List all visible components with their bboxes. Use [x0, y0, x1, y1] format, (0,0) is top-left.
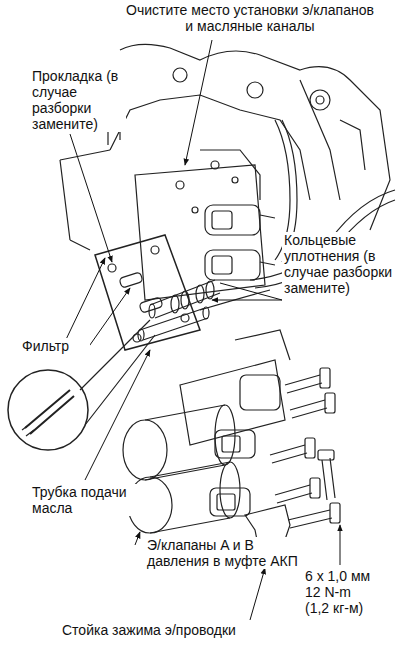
part-label: Очистите место установки э/клапанов и ма… — [122, 2, 378, 34]
part-label: Трубка подачи масла — [30, 484, 150, 516]
part-label: Фильтр — [20, 338, 90, 354]
part-label: 6 x 1,0 мм — [303, 568, 397, 584]
part-label: Прокладка (в случае разборки замените) — [30, 68, 126, 132]
part-label: (1,2 кг-м) — [303, 600, 397, 616]
part-label: Кольцевые уплотнения (в случае разборки … — [282, 232, 398, 296]
part-label: 12 N-m — [303, 584, 397, 600]
part-label: Стойка зажима э/проводки — [60, 622, 280, 638]
part-label: Э/клапаны A и B давления в муфте АКП — [145, 537, 315, 569]
